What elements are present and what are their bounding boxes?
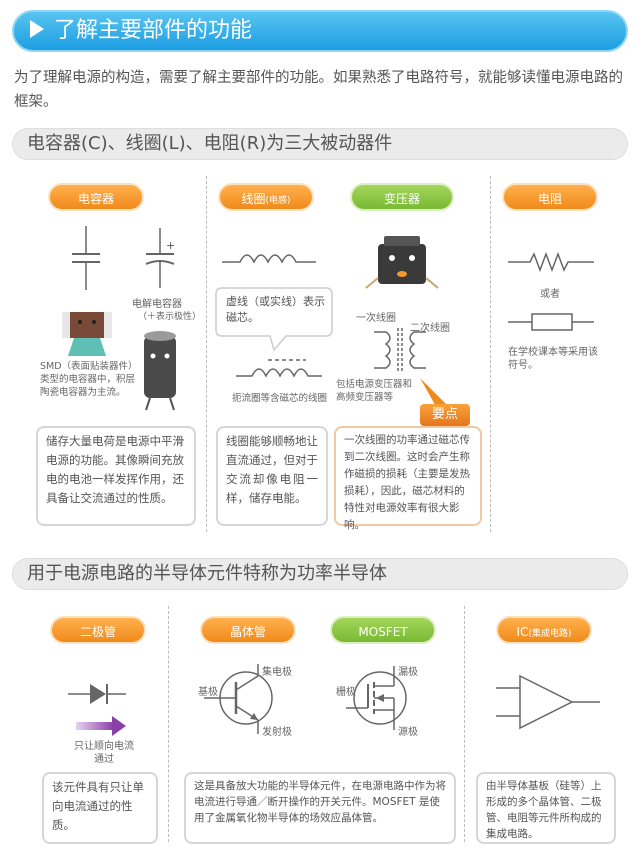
divider — [464, 606, 465, 842]
or-text: 或者 — [540, 289, 560, 300]
secondary-coil-label: 二次线圈 — [410, 323, 450, 334]
title-banner: 了解主要部件的功能 — [12, 10, 628, 52]
base-label: 基极 — [198, 687, 218, 698]
transformer-desc: 一次线圈的功率通过磁芯传到二次线圈。这时会产生称作磁损的损耗（主要是发热损耗），… — [334, 426, 482, 531]
ic-label: IC(集成电路) — [496, 616, 592, 644]
coil-label-note: (电感) — [265, 196, 291, 206]
drain-label: 漏极 — [398, 667, 418, 678]
polarity-note: （＋表示极性） — [138, 312, 202, 322]
transformer-label: 变压器 — [350, 183, 454, 211]
ic-label-text: IC — [516, 625, 529, 639]
primary-coil-label: 一次线圈 — [356, 313, 396, 324]
semiconductor-desc: 这是具备放大功能的半导体元件，在电源电路中作为将电流进行导通／断开操作的开关元件… — [184, 772, 456, 844]
coil-label: 线圈(电感) — [218, 183, 314, 211]
diode-arrow-note: 只让顺向电流通过 — [74, 741, 134, 765]
gate-label: 栅极 — [336, 687, 356, 698]
emitter-label: 发射极 — [262, 727, 292, 738]
source-label: 源极 — [398, 727, 418, 738]
coil-label-text: 线圈 — [241, 192, 266, 206]
choke-note: 扼流圈等含磁芯的线圈 — [232, 393, 328, 404]
section1-header: 电容器(C)、线圈(L)、电阻(R)为三大被动器件 — [12, 128, 628, 160]
ic-label-note: (集成电路) — [528, 629, 572, 639]
resistor-note: 在学校课本等采用该符号。 — [508, 347, 598, 371]
collector-label: 集电极 — [262, 667, 292, 678]
key-point-badge: 要点 — [420, 404, 470, 426]
transistor-label: 晶体管 — [200, 616, 296, 644]
plus-sign: + — [166, 239, 176, 252]
mosfet-label: MOSFET — [330, 616, 436, 644]
divider — [168, 606, 169, 842]
transformer-note: 包括电源变压器和高频变压器等 — [336, 379, 413, 403]
diode-desc: 该元件具有只让单向电流通过的性质。 — [42, 772, 158, 844]
coil-bubble: 虚线（或实线）表示磁芯。 — [226, 295, 325, 324]
play-triangle-icon — [30, 20, 44, 38]
capacitor-desc: 储存大量电荷是电源中平滑电源的功能。其像瞬间充放电的电池一样发挥作用，还具备让交… — [36, 426, 196, 526]
section2-header: 用于电源电路的半导体元件特称为功率半导体 — [12, 558, 628, 590]
divider — [206, 176, 207, 532]
intro-text: 为了理解电源的构造，需要了解主要部件的功能。如果熟悉了电路符号，就能够读懂电源电… — [14, 70, 623, 110]
ic-desc: 由半导体基板（硅等）上形成的多个晶体管、二极管、电阻等元件所构成的集成电路。 — [476, 772, 616, 844]
divider — [490, 176, 491, 532]
page-title: 了解主要部件的功能 — [54, 18, 253, 43]
resistor-label: 电阻 — [502, 183, 598, 211]
diode-label: 二极管 — [50, 616, 146, 644]
electrolytic-label: 电解电容器 — [132, 299, 182, 310]
capacitor-label: 电容器 — [48, 183, 144, 211]
coil-desc: 线圈能够顺畅地让直流通过，但对于交流却像电阻一样，储存电能。 — [216, 426, 328, 526]
smd-note: SMD（表面贴装器件）类型的电容器中，积层陶瓷电容器为主流。 — [40, 361, 136, 398]
